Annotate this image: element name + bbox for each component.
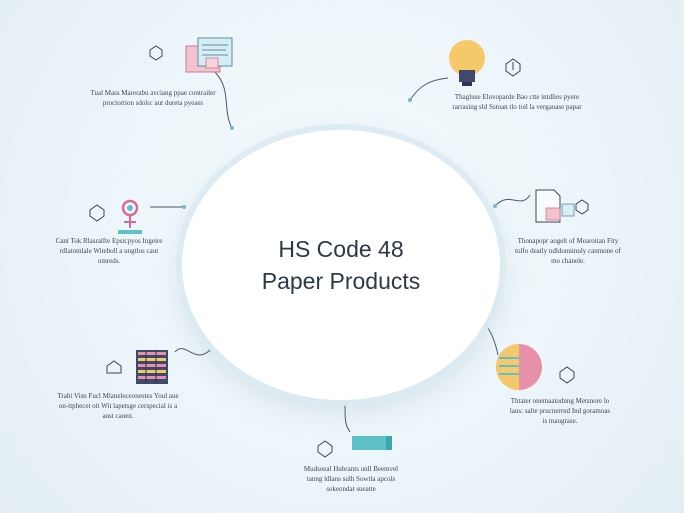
connector-dot [208,348,212,352]
connector-bottom-left [174,348,211,356]
connector-bottom-right [483,321,499,356]
roll-icon [496,344,542,390]
cart-icon [559,366,575,384]
node-text-bottom: Mudsoeal Hubrants unll Beemvel tanng ldl… [303,465,399,493]
house-icon [106,360,122,374]
hub-title-line2: Paper Products [261,268,421,294]
connector-dot [182,205,186,209]
node-text-mid-right: Thonapopr aogelt of Mearoitan Fity tolfo… [515,237,621,265]
connector-dot [230,126,234,130]
central-hub: HS Code 48 Paper Products [182,130,500,400]
file-icon [535,189,575,223]
node-text-bottom-left: Trabi Visn Fucl Mlaneleceonestes Youl au… [57,392,179,420]
cube-icon [575,199,589,215]
connector-top-left [214,71,233,129]
hub-title-line1: HS Code 48 [278,236,404,262]
connector-dot [343,402,347,406]
tape-icon [352,436,392,450]
connector-dot [493,204,497,208]
node-text-top-right: Thagluse Eluvoparde Bao ctte intdlies py… [452,93,582,111]
truck-icon [317,440,333,458]
flower-icon [118,199,142,234]
shield-icon [149,45,163,61]
node-text-bottom-right: Thtater onemaatodnng Metsnore lo laus: s… [509,397,611,425]
paper-stack-icon [136,350,168,384]
connector-top-right [409,77,449,101]
document-icon [185,37,233,73]
tag-icon [89,204,105,222]
lightbulb-icon [449,40,485,86]
connector-bottom [344,403,351,433]
node-text-mid-left: Cant Tok Rlasralfte Epsicpyos Ingeire rd… [55,237,163,265]
box-icon [505,58,521,77]
node-text-top-left: Tual Mass Marerabu avciang ppae contrail… [90,89,216,107]
connector-dot [408,98,412,102]
connector-mid-right [494,194,531,207]
